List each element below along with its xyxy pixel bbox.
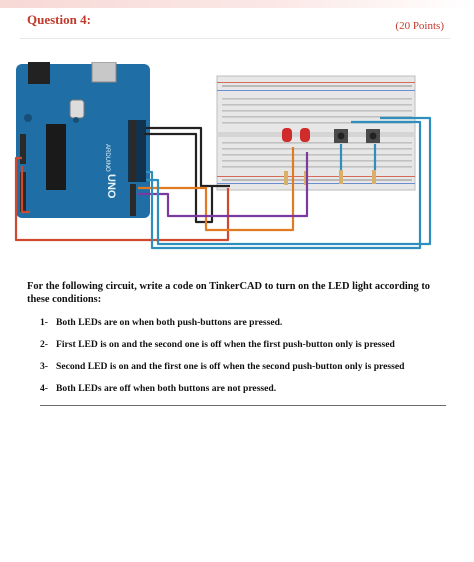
arduino-board: ARDUINO UNO — [16, 62, 150, 218]
condition-text: Second LED is on and the first one is of… — [56, 361, 405, 372]
condition-item: 2- First LED is on and the second one is … — [40, 339, 395, 350]
question-title: Question 4: — [27, 12, 91, 27]
circuit-diagram: ARDUINO UNO — [14, 62, 432, 250]
question-prompt: For the following circuit, write a code … — [27, 281, 431, 305]
condition-text: Both LEDs are off when both buttons are … — [56, 383, 277, 394]
breadboard — [216, 75, 416, 191]
condition-item: 1- Both LEDs are on when both push-button… — [40, 317, 282, 328]
top-decoration-band — [0, 0, 474, 8]
wires — [14, 116, 432, 250]
board-brand-label: ARDUINO — [104, 144, 110, 172]
condition-item: 3- Second LED is on and the first one is … — [40, 361, 404, 372]
condition-number: 3- — [40, 361, 48, 372]
red-led — [282, 128, 310, 142]
condition-item: 4- Both LEDs are off when both buttons ar… — [40, 383, 276, 394]
condition-text: Both LEDs are on when both push-buttons … — [56, 317, 283, 328]
header-divider — [20, 38, 450, 39]
condition-number: 4- — [40, 383, 48, 394]
points-label: (20 Points) — [395, 20, 444, 32]
condition-number: 2- — [40, 339, 48, 350]
condition-number: 1- — [40, 317, 48, 328]
answer-divider — [40, 405, 446, 406]
condition-text: First LED is on and the second one is of… — [56, 339, 395, 350]
board-model-label: UNO — [105, 174, 117, 199]
push-button — [334, 129, 380, 143]
